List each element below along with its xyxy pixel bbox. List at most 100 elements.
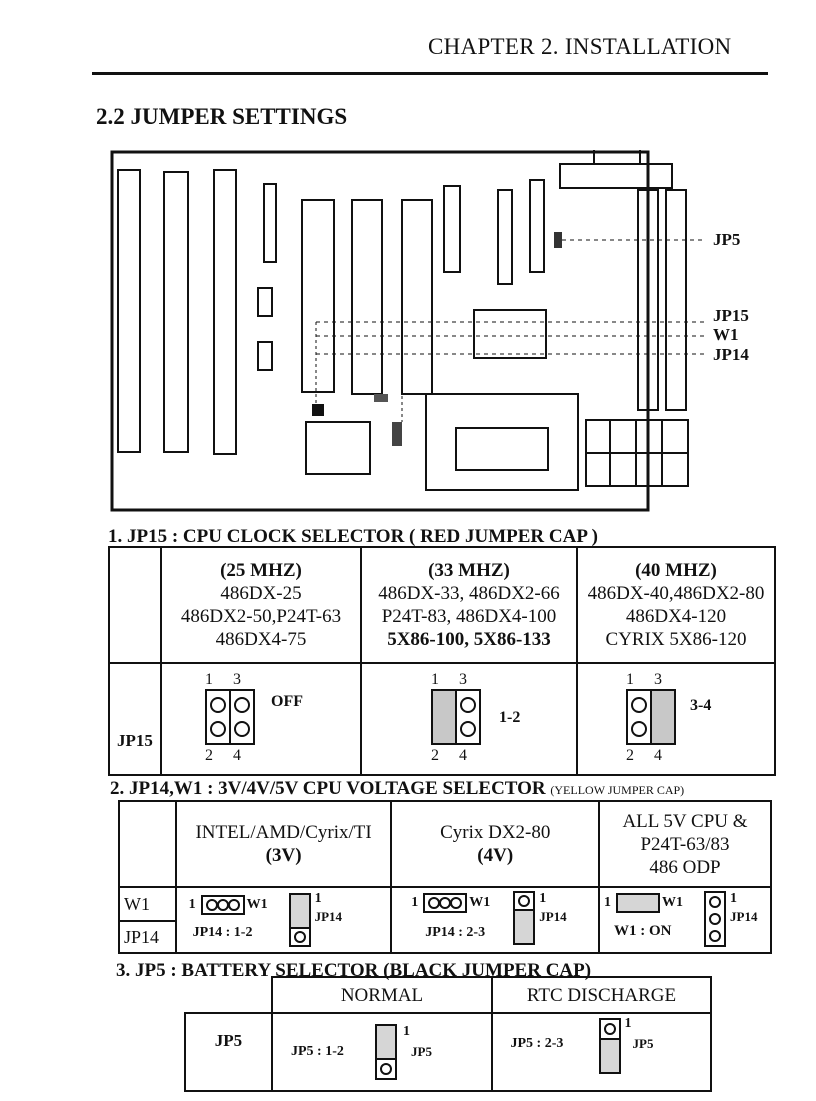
jumper-location <box>312 404 324 416</box>
pin-number: 1 <box>539 891 547 906</box>
jumper-setting-label: W1 : ON <box>614 923 672 939</box>
jp14-jumper-diagram <box>288 893 311 947</box>
jp15-table: (25 MHZ) 486DX-25 486DX2-50,P24T-63 486D… <box>108 546 776 776</box>
jp14-label: JP14 <box>314 909 343 924</box>
cpu-list-line: 486DX4-120 <box>625 606 727 627</box>
small-header <box>263 183 277 263</box>
jp5-row-label-cell: JP5 <box>184 1012 273 1092</box>
pin-numbers-bottom: 2 4 <box>205 747 249 764</box>
cpu-die <box>455 427 549 471</box>
pin-number: 1 <box>624 1016 632 1031</box>
jp5-row-label: JP5 <box>214 1031 243 1050</box>
cpu-list-line: 486DX-25 <box>220 583 302 604</box>
jp14-label: JP14 <box>730 909 758 924</box>
cpu-list-line: 486DX4-75 <box>215 629 307 650</box>
header-strip <box>529 179 545 273</box>
jumper-location <box>392 422 402 446</box>
jumper-setting-label: 3-4 <box>690 697 712 714</box>
jumper-4pin-diagram <box>431 689 481 745</box>
jp14-corner-cell <box>118 800 177 888</box>
w1-jumper-open-diagram <box>200 895 245 915</box>
motherboard-layout-diagram <box>110 150 706 512</box>
jumper-setting-label: JP14 : 1-2 <box>192 925 253 940</box>
jp5-jumper-diagram <box>598 1018 621 1074</box>
cpu-family-title: ALL 5V CPU & <box>622 810 748 832</box>
jp14-col-5v: ALL 5V CPU & P24T-63/83 486 ODP <box>598 800 772 888</box>
small-chip <box>257 287 273 317</box>
jp15-col-33mhz: (33 MHZ) 486DX-33, 486DX2-66 P24T-83, 48… <box>360 546 578 664</box>
voltage-label: 486 ODP <box>649 856 721 878</box>
jp14-heading-text: 2. JP14,W1 : 3V/4V/5V CPU VOLTAGE SELECT… <box>110 778 546 799</box>
jumper-setting-label: JP5 : 2-3 <box>510 1036 564 1051</box>
simm-socket <box>637 189 659 411</box>
row-label-jp14: JP14 <box>124 927 160 947</box>
jp5-col-rtc-discharge: RTC DISCHARGE <box>491 976 712 1014</box>
pin-numbers-bottom: 2 4 <box>626 747 670 764</box>
isa-slot <box>117 169 141 453</box>
cpu-family-title: INTEL/AMD/Cyrix/TI <box>195 822 372 843</box>
board-label-jp5: JP5 <box>713 230 741 249</box>
jp15-col-header: (40 MHZ) <box>635 560 717 581</box>
jp5-setting-rtc-discharge: JP5 : 2-3 1 JP5 <box>491 1012 712 1092</box>
pin-number: 1 <box>403 1024 410 1039</box>
jp14-table: INTEL/AMD/Cyrix/TI (3V) Cyrix DX2-80 (4V… <box>118 800 772 954</box>
w1-jumper-closed-diagram <box>616 893 660 913</box>
jp5-label: JP5 <box>411 1044 432 1059</box>
pin-number: 1 <box>314 891 322 906</box>
jp14-section-heading: 2. JP14,W1 : 3V/4V/5V CPU VOLTAGE SELECT… <box>110 778 684 800</box>
chapter-title: CHAPTER 2. INSTALLATION <box>428 34 732 59</box>
jp14-row-labels-cell: W1 JP14 <box>118 886 177 954</box>
board-label-jp14: JP14 <box>713 345 749 364</box>
vl-slot <box>401 199 433 395</box>
cpu-list-line: P24T-83, 486DX4-100 <box>381 606 557 627</box>
pin-numbers-top: 1 3 <box>626 671 670 688</box>
cpu-family-title: P24T-63/83 <box>640 833 730 855</box>
cpu-list-line: CYRIX 5X86-120 <box>605 629 747 650</box>
jp5-table: NORMAL RTC DISCHARGE JP5 JP5 : 1-2 1 JP5 <box>184 976 712 1092</box>
jp14-jumper-open-diagram <box>704 891 726 947</box>
voltage-label: (3V) <box>265 845 302 866</box>
power-connector <box>559 163 673 189</box>
pin-number: 1 <box>604 895 611 910</box>
jp14-col-3v: INTEL/AMD/Cyrix/TI (3V) <box>174 800 393 888</box>
pin-number: 1 <box>730 891 737 906</box>
cpu-list-line: 486DX-33, 486DX2-66 <box>378 583 560 604</box>
isa-slot <box>163 171 189 453</box>
jp15-col-25mhz: (25 MHZ) 486DX-25 486DX2-50,P24T-63 486D… <box>160 546 362 664</box>
jp15-corner-cell <box>108 546 162 664</box>
board-outline <box>110 150 650 512</box>
jp5-setting-normal: JP5 : 1-2 1 JP5 <box>271 1012 493 1092</box>
cpu-family-title: Cyrix DX2-80 <box>440 822 551 843</box>
vl-slot <box>351 199 383 395</box>
voltage-label: (4V) <box>477 845 514 866</box>
jp5-col-title: NORMAL <box>340 984 424 1006</box>
simm-socket <box>665 189 687 411</box>
small-chip <box>257 341 273 371</box>
jp15-setting-off: 1 3 2 4 OFF <box>160 662 362 776</box>
jp5-corner-cell <box>185 977 273 1014</box>
jp14-setting-3v: 1 W1 1 JP14 JP14 : 1-2 <box>174 886 393 954</box>
pin-numbers-bottom: 2 4 <box>431 747 475 764</box>
board-label-jp15: JP15 <box>713 306 749 325</box>
cpu-list-line: 486DX-40,486DX2-80 <box>587 583 765 604</box>
bios-chip <box>305 421 371 475</box>
jp5-col-normal: NORMAL <box>271 976 493 1014</box>
jp15-row-label: JP15 <box>117 731 153 750</box>
jp15-col-header: (25 MHZ) <box>220 560 302 581</box>
board-label-w1: W1 <box>713 325 739 344</box>
w1-label: W1 <box>246 897 268 912</box>
w1-jumper-open-diagram <box>423 893 468 913</box>
row-label-w1: W1 <box>120 888 175 922</box>
cpu-list-line: 5X86-100, 5X86-133 <box>387 629 551 650</box>
jp14-label: JP14 <box>539 909 567 924</box>
jp5-label: JP5 <box>632 1036 654 1051</box>
pin-numbers-top: 1 3 <box>205 671 249 688</box>
cpu-list-line: 486DX2-50,P24T-63 <box>180 606 342 627</box>
jumper-setting-label: JP14 : 2-3 <box>425 925 486 940</box>
header-rule <box>92 72 768 75</box>
jp5-section-heading: 3. JP5 : BATTERY SELECTOR (BLACK JUMPER … <box>116 960 592 981</box>
jp14-heading-note: (YELLOW JUMPER CAP) <box>550 783 685 797</box>
jp5-jumper-diagram <box>375 1024 397 1080</box>
jp15-col-40mhz: (40 MHZ) 486DX-40,486DX2-80 486DX4-120 C… <box>576 546 776 664</box>
pin-number: 1 <box>411 895 419 910</box>
